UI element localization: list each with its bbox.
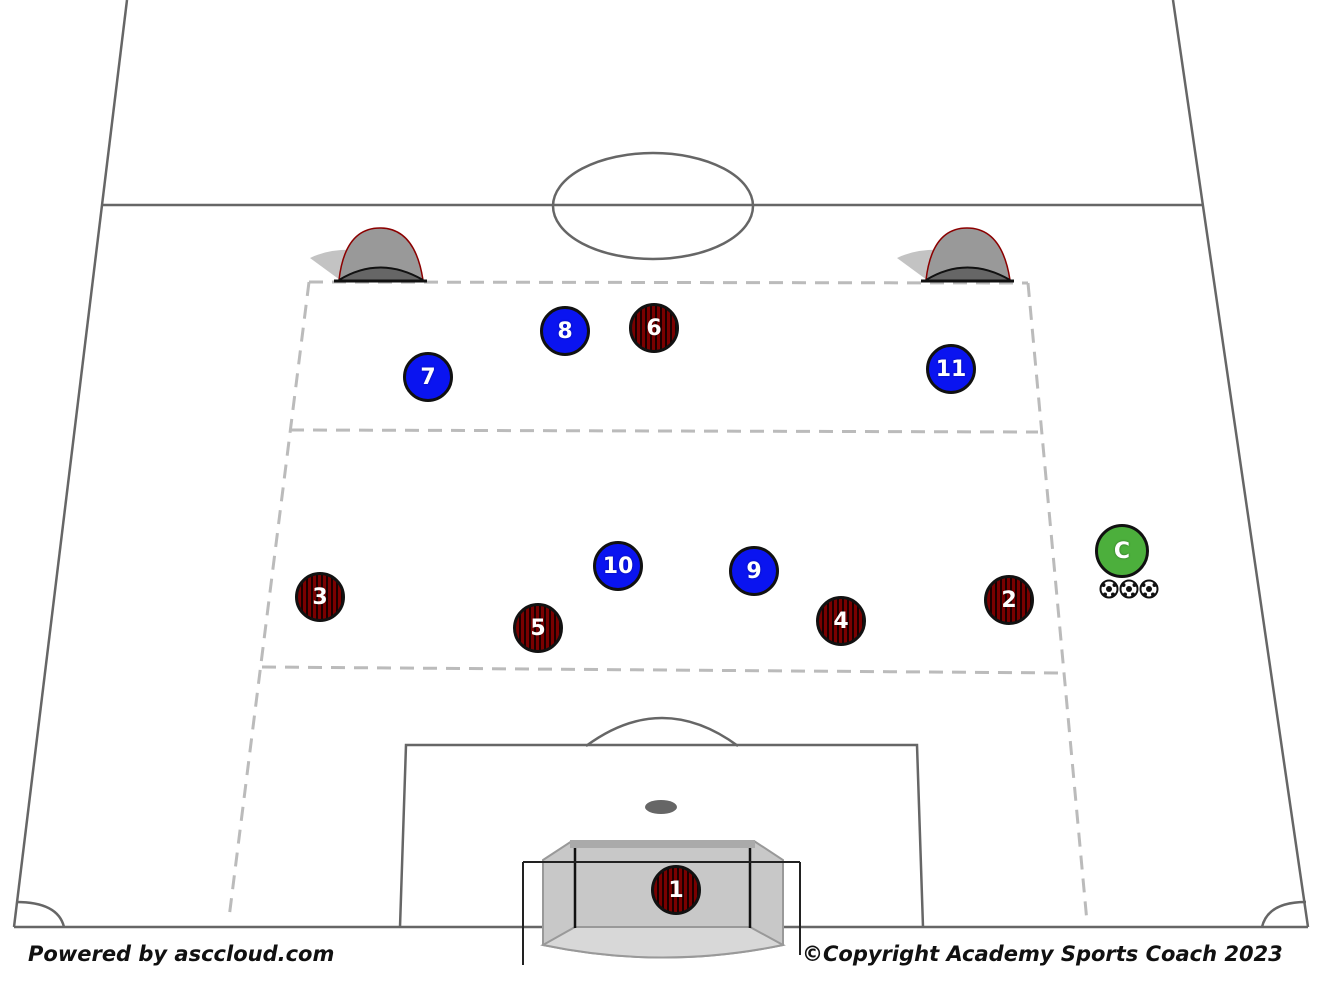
player-red-6[interactable]: 6: [629, 303, 679, 353]
left-touchline: [12, 0, 129, 928]
player-number: 6: [646, 315, 662, 341]
right-touchline: [1171, 0, 1310, 928]
coach-label: C: [1113, 538, 1131, 564]
centre-circle: [551, 151, 755, 261]
player-red-2[interactable]: 2: [984, 575, 1034, 625]
player-number: 7: [420, 364, 436, 390]
pitch-lines: [12, 0, 1310, 929]
player-blue-10[interactable]: 10: [593, 541, 643, 591]
player-blue-7[interactable]: 7: [403, 352, 453, 402]
zone-left-line: [227, 281, 311, 919]
football-icon: [1119, 579, 1139, 599]
player-blue-8[interactable]: 8: [540, 306, 590, 356]
zone-divider-2: [261, 665, 1064, 675]
player-number: 1: [668, 877, 684, 903]
corner-arc-left: [15, 900, 66, 928]
penalty-box: [398, 743, 925, 928]
player-number: 5: [530, 615, 546, 641]
main-goal: [522, 840, 801, 965]
mini-goal-left: [310, 227, 427, 283]
penalty-arc: [585, 716, 739, 748]
player-red-1-goalkeeper[interactable]: 1: [651, 865, 701, 915]
powered-by-text: Powered by asccloud.com: [28, 942, 335, 966]
football-icon: [1099, 579, 1119, 599]
player-blue-9[interactable]: 9: [729, 546, 779, 596]
copyright-text: ©Copyright Academy Sports Coach 2023: [802, 942, 1283, 966]
player-red-3[interactable]: 3: [295, 572, 345, 622]
ball-stack[interactable]: [1099, 579, 1159, 599]
player-red-4[interactable]: 4: [816, 596, 866, 646]
player-number: 3: [312, 584, 328, 610]
corner-arc-right: [1260, 900, 1307, 928]
mini-goal-right: [897, 227, 1014, 283]
zone-divider-1: [289, 428, 1039, 434]
penalty-spot: [645, 800, 677, 814]
player-number: 10: [602, 553, 634, 579]
player-number: 4: [833, 608, 849, 634]
player-number: 2: [1001, 587, 1017, 613]
zone-top-line: [308, 280, 1029, 285]
zone-right-line: [1026, 282, 1089, 923]
player-red-5[interactable]: 5: [513, 603, 563, 653]
coach-marker[interactable]: C: [1095, 524, 1149, 578]
player-number: 11: [935, 356, 967, 382]
football-icon: [1139, 579, 1159, 599]
training-zones: [227, 280, 1089, 923]
player-number: 8: [557, 318, 573, 344]
player-blue-11[interactable]: 11: [926, 344, 976, 394]
player-number: 9: [746, 558, 762, 584]
